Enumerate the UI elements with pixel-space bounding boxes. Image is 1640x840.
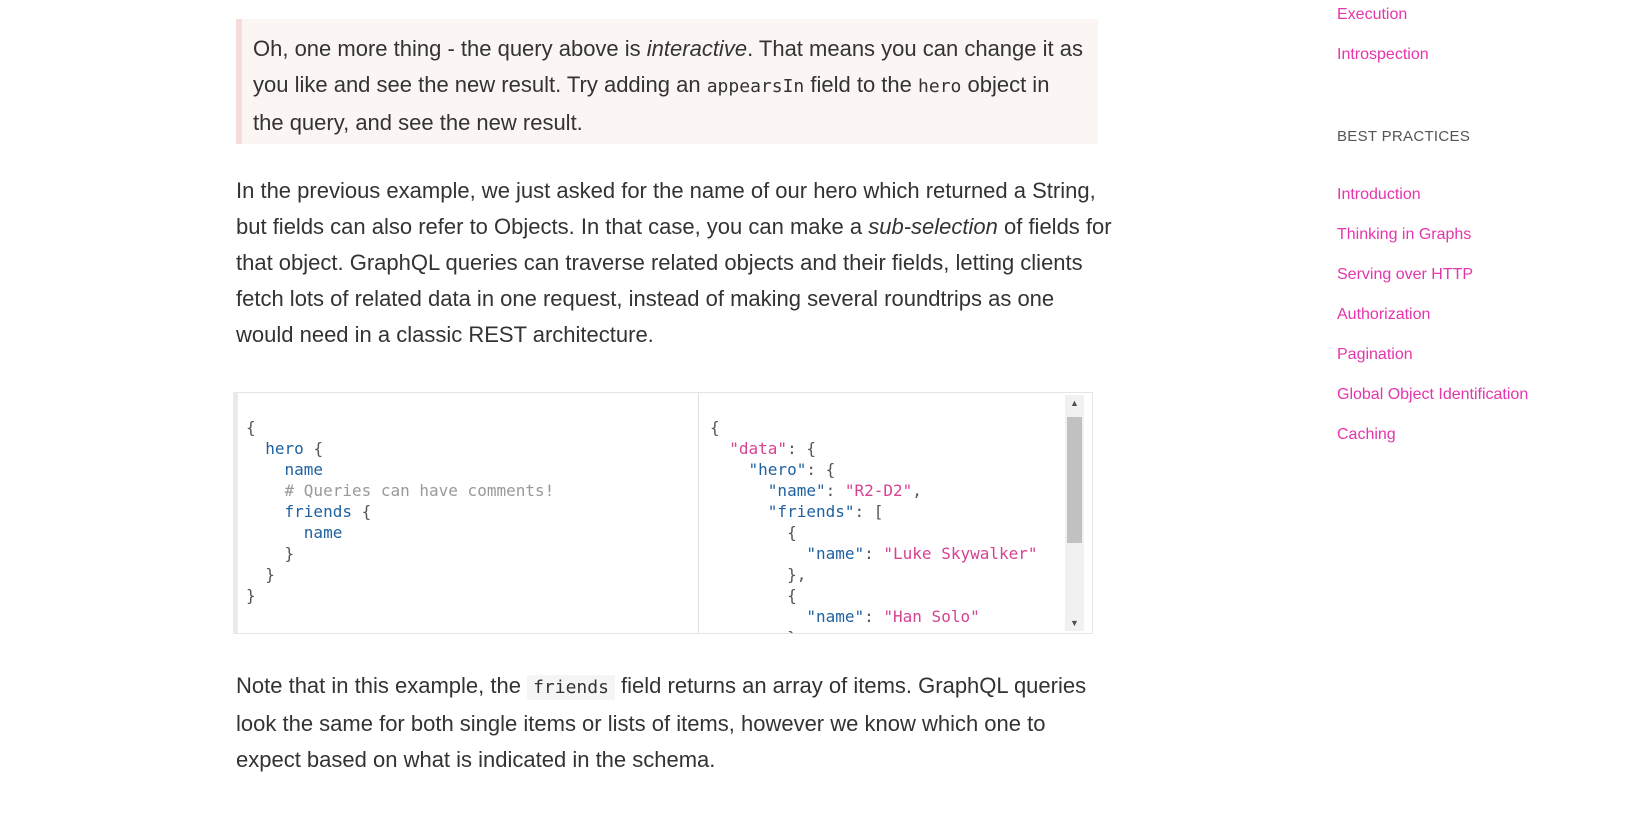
paragraph-arrays: Note that in this example, the friends f… xyxy=(236,673,1087,772)
inline-code-appearsin: appearsIn xyxy=(706,76,805,97)
tip-emphasis: interactive xyxy=(646,36,748,61)
scroll-up-arrow-icon[interactable]: ▲ xyxy=(1070,398,1079,408)
query-comment: # Queries can have comments! xyxy=(284,481,555,500)
tip-text: Oh, one more thing - the query above is … xyxy=(253,36,1083,135)
query-field-friends[interactable]: friends xyxy=(284,502,352,521)
subselection-emphasis: sub-selection xyxy=(868,214,998,239)
sidebar-heading-best-practices: BEST PRACTICES xyxy=(1337,128,1471,145)
scroll-down-arrow-icon[interactable]: ▼ xyxy=(1070,618,1079,628)
paragraph-subselection: In the previous example, we just asked f… xyxy=(236,178,1112,347)
sidebar-link-introspection[interactable]: Introspection xyxy=(1337,46,1429,63)
query-field-hero[interactable]: hero xyxy=(265,439,304,458)
sidebar-link-serving-over-http[interactable]: Serving over HTTP xyxy=(1337,266,1474,283)
graphql-playground[interactable]: { hero { name # Queries can have comment… xyxy=(233,392,1093,634)
sidebar-link-execution[interactable]: Execution xyxy=(1337,6,1408,23)
inline-code-friends: friends xyxy=(527,675,615,700)
sidebar-link-caching[interactable]: Caching xyxy=(1337,426,1396,443)
scrollbar-thumb[interactable] xyxy=(1067,417,1082,543)
sidebar-link-thinking-in-graphs[interactable]: Thinking in Graphs xyxy=(1337,226,1472,243)
sidebar-link-global-object-identification[interactable]: Global Object Identification xyxy=(1337,386,1529,403)
sidebar-link-authorization[interactable]: Authorization xyxy=(1337,306,1431,323)
result-viewer: { "data": { "hero": { "name": "R2-D2", "… xyxy=(710,418,1038,633)
pane-divider xyxy=(698,393,699,633)
sidebar-link-pagination[interactable]: Pagination xyxy=(1337,346,1413,363)
result-scrollbar[interactable]: ▲ ▼ xyxy=(1065,395,1084,631)
sidebar-link-introduction[interactable]: Introduction xyxy=(1337,186,1421,203)
query-editor[interactable]: { hero { name # Queries can have comment… xyxy=(246,418,555,605)
query-field-name[interactable]: name xyxy=(284,460,324,479)
inline-code-hero: hero xyxy=(918,76,962,97)
query-field-friend-name[interactable]: name xyxy=(303,523,343,542)
interactive-tip-box: Oh, one more thing - the query above is … xyxy=(236,19,1098,144)
